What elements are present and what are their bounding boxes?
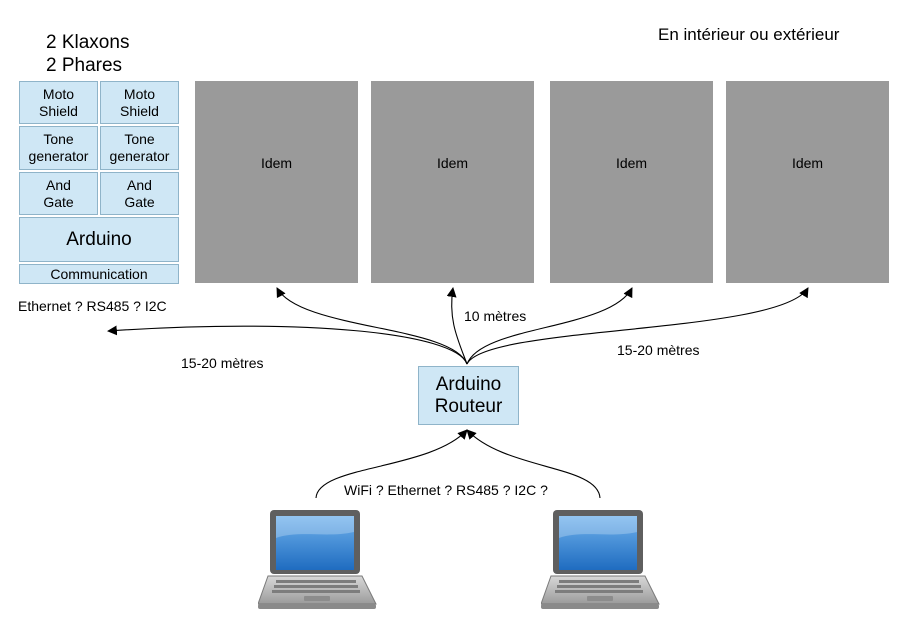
tone-generator-box-right: Tone generator [100,126,179,170]
idem-panel-4: Idem [726,81,889,283]
link-from-laptops-2 [466,429,601,499]
link-to-panel-2 [446,287,468,365]
laptop-icon [541,510,660,609]
tone-generator-box-left: Tone generator [19,126,98,170]
link-to-panel-4 [466,287,809,365]
label-distance-left: 15-20 mètres [181,355,264,371]
communication-box: Communication [19,264,179,284]
link-from-laptops [315,429,468,499]
link-to-panel-3 [466,287,633,365]
idem-panel-1: Idem [195,81,358,283]
link-to-panel-1 [276,287,468,365]
label-protocols-bottom: WiFi ? Ethernet ? RS485 ? I2C ? [344,482,548,498]
idem-panel-3: Idem [550,81,713,283]
arduino-router-box: Arduino Routeur [418,366,519,425]
title-klaxons: 2 Klaxons [46,32,130,53]
moto-shield-box-right: Moto Shield [100,81,179,124]
and-gate-box-right: And Gate [100,172,179,215]
label-protocols-top: Ethernet ? RS485 ? I2C [18,298,167,314]
title-phares: 2 Phares [46,55,123,76]
link-to-module [107,325,468,365]
moto-shield-box-left: Moto Shield [19,81,98,124]
title-location: En intérieur ou extérieur [658,25,840,44]
laptop-icon [258,510,377,609]
idem-panel-2: Idem [371,81,534,283]
and-gate-box-left: And Gate [19,172,98,215]
label-distance-right: 15-20 mètres [617,342,700,358]
label-distance-middle: 10 mètres [464,308,527,324]
arduino-box: Arduino [19,217,179,262]
